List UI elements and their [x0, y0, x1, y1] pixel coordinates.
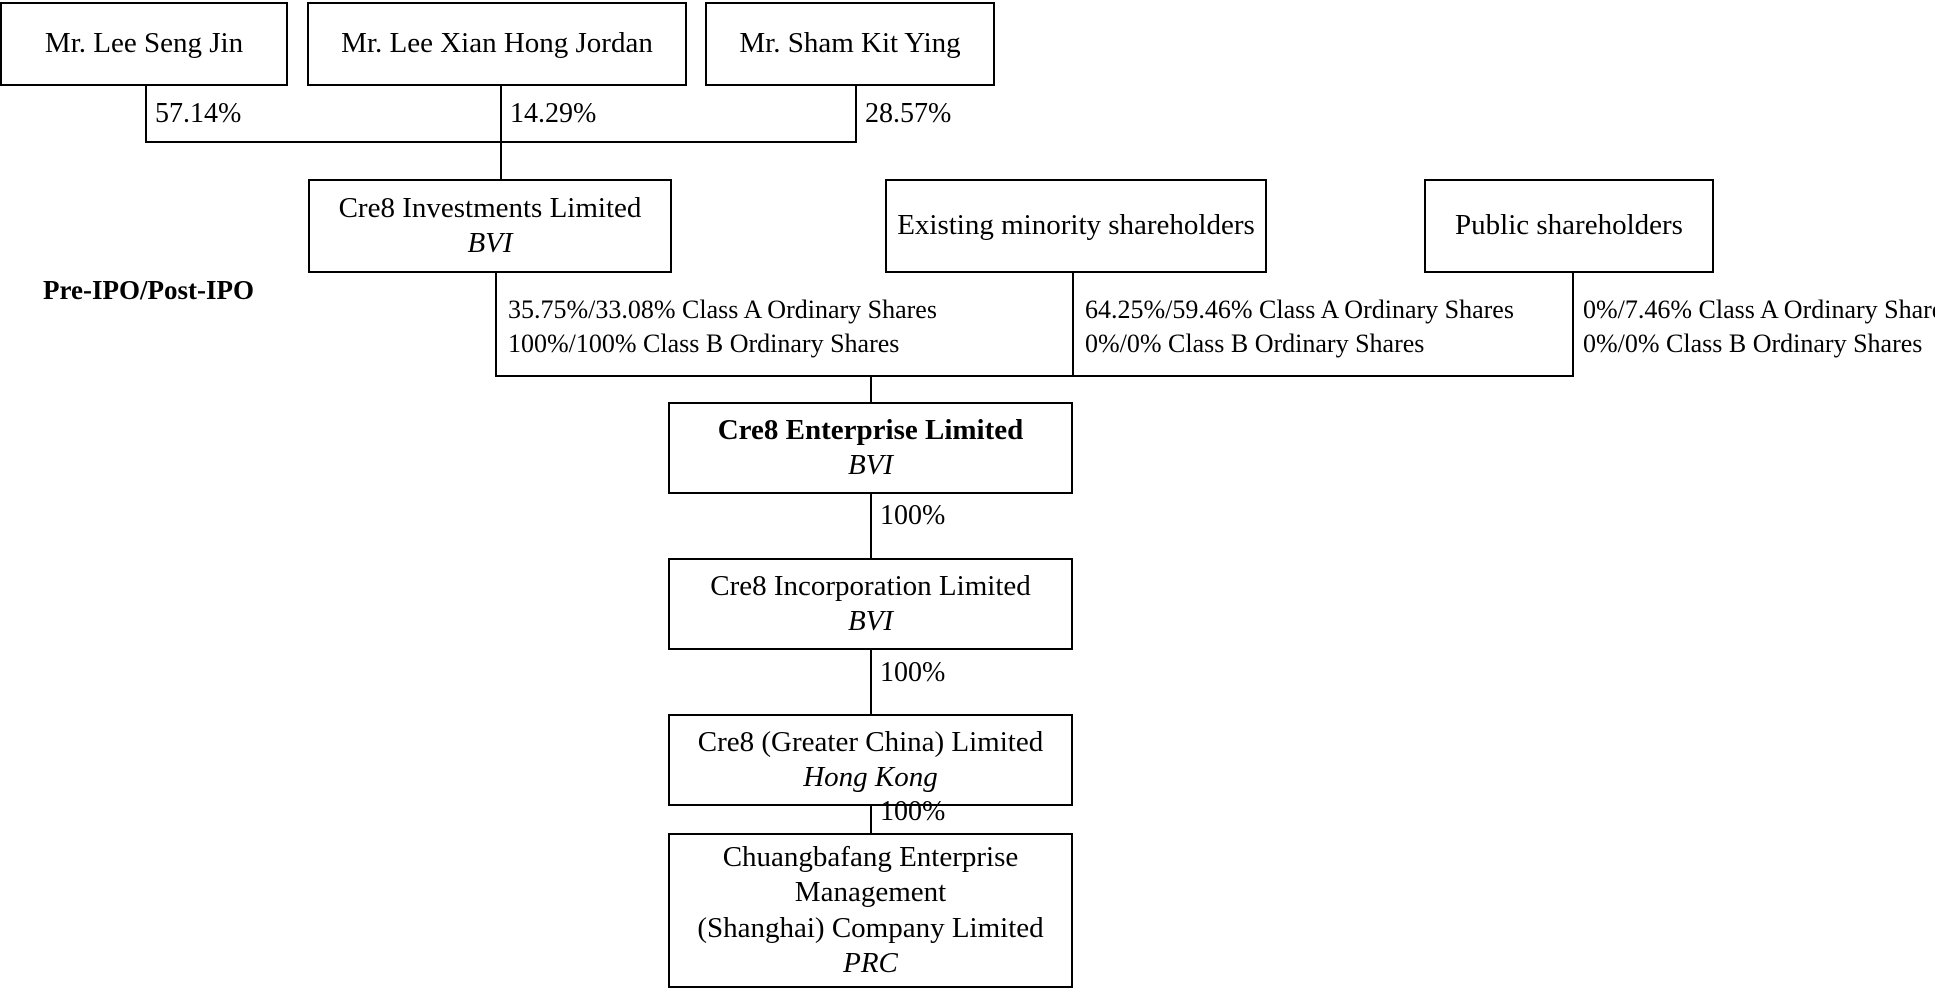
connector-bus-to-cre8-enterprise: [870, 375, 872, 402]
share-class-label-cre8-investments: 35.75%/33.08% Class A Ordinary Shares 10…: [508, 293, 937, 362]
entity-jurisdiction: Hong Kong: [803, 761, 938, 793]
connector-entities-bus: [495, 375, 1574, 377]
share-class-label-public-shareholders: 0%/7.46% Class A Ordinary Shares 0%/0% C…: [1583, 293, 1935, 362]
entity-name-line-3: (Shanghai) Company Limited: [697, 911, 1044, 944]
entity-box-cre8-enterprise-limited: Cre8 Enterprise Limited BVI: [668, 402, 1073, 494]
class-a-line: 64.25%/59.46% Class A Ordinary Shares: [1085, 295, 1514, 324]
shareholder-name: Mr. Lee Xian Hong Jordan: [341, 27, 653, 60]
shareholder-box-lee-xian-hong-jordan: Mr. Lee Xian Hong Jordan: [307, 2, 687, 86]
entity-box-cre8-investments-limited: Cre8 Investments Limited BVI: [308, 179, 672, 273]
entity-jurisdiction: BVI: [467, 227, 513, 259]
entity-name-line-2: Management: [794, 876, 947, 909]
shareholder-name: Mr. Lee Seng Jin: [44, 27, 244, 60]
entity-box-chuangbafang-enterprise-management: Chuangbafang Enterprise Management (Shan…: [668, 833, 1073, 988]
entity-name: Public shareholders: [1455, 209, 1683, 242]
class-b-line: 100%/100% Class B Ordinary Shares: [508, 329, 900, 359]
ownership-label-enterprise-to-incorporation: 100%: [880, 500, 946, 531]
entity-jurisdiction: PRC: [843, 946, 898, 979]
class-a-line: 0%/7.46% Class A Ordinary Shares: [1583, 295, 1935, 324]
entity-name: Cre8 Enterprise Limited: [717, 413, 1024, 446]
connector-greater-china-to-chuangbafang: [870, 806, 872, 833]
stake-label-lee-xian-hong-jordan: 14.29%: [510, 98, 597, 129]
stake-label-lee-seng-jin: 57.14%: [155, 98, 242, 129]
class-b-line: 0%/0% Class B Ordinary Shares: [1085, 329, 1425, 359]
connector-sham-kit-ying-drop: [855, 86, 857, 142]
stake-label-sham-kit-ying: 28.57%: [865, 98, 952, 129]
entity-name: Cre8 Investments Limited: [338, 191, 642, 224]
entity-box-existing-minority-shareholders: Existing minority shareholders: [885, 179, 1267, 273]
shareholder-box-sham-kit-ying: Mr. Sham Kit Ying: [705, 2, 995, 86]
entity-name: Cre8 (Greater China) Limited: [697, 725, 1044, 758]
entity-jurisdiction: BVI: [847, 605, 894, 637]
shareholder-name: Mr. Sham Kit Ying: [739, 27, 961, 60]
entity-jurisdiction: BVI: [847, 449, 894, 481]
entity-box-public-shareholders: Public shareholders: [1424, 179, 1714, 273]
entity-box-cre8-incorporation-limited: Cre8 Incorporation Limited BVI: [668, 558, 1073, 650]
entity-name: Existing minority shareholders: [897, 209, 1255, 242]
ownership-label-greater-china-to-chuangbafang: 100%: [880, 796, 946, 827]
class-a-line: 35.75%/33.08% Class A Ordinary Shares: [508, 295, 937, 324]
connector-public-shareholders-drop: [1572, 273, 1574, 376]
entity-name: Cre8 Incorporation Limited: [710, 569, 1031, 602]
connector-lee-seng-jin-drop: [145, 86, 147, 142]
class-b-line: 0%/0% Class B Ordinary Shares: [1583, 329, 1923, 359]
pre-post-ipo-label: Pre-IPO/Post-IPO: [43, 275, 254, 305]
ownership-label-incorporation-to-greater-china: 100%: [880, 657, 946, 688]
connector-cre8-investments-drop: [495, 273, 497, 376]
shareholder-box-lee-seng-jin: Mr. Lee Seng Jin: [0, 2, 288, 86]
connector-incorporation-to-greater-china: [870, 650, 872, 714]
connector-enterprise-to-incorporation: [870, 494, 872, 558]
entity-box-cre8-greater-china-limited: Cre8 (Greater China) Limited Hong Kong: [668, 714, 1073, 806]
connector-existing-minority-drop: [1072, 273, 1074, 376]
entity-name-line-1: Chuangbafang Enterprise: [722, 840, 1019, 873]
connector-bus-to-cre8-investments: [500, 141, 502, 179]
connector-lee-xian-hong-drop: [500, 86, 502, 142]
share-class-label-existing-minority: 64.25%/59.46% Class A Ordinary Shares 0%…: [1085, 293, 1514, 362]
